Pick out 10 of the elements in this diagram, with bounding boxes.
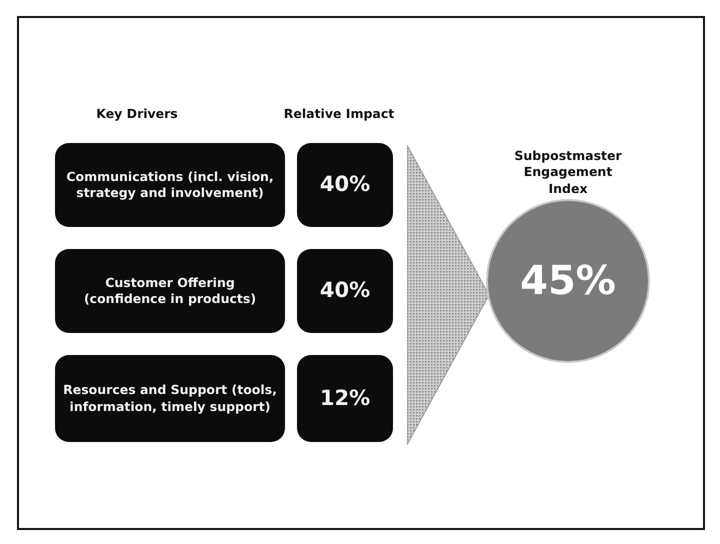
- index-value: 45%: [520, 258, 616, 304]
- driver-box: Customer Offering (confidence in products): [55, 249, 285, 333]
- driver-box: Communications (incl. vision, strategy and involvement): [55, 143, 285, 227]
- column-heading: Key Drivers: [96, 106, 178, 121]
- impact-box: 12%: [297, 355, 393, 442]
- impact-box: 40%: [297, 249, 393, 333]
- column-heading: Relative Impact: [284, 106, 394, 121]
- impact-box: 40%: [297, 143, 393, 227]
- driver-box: Resources and Support (tools, information, timely support): [55, 355, 285, 442]
- index-heading: Subpostmaster Engagement Index: [513, 148, 623, 197]
